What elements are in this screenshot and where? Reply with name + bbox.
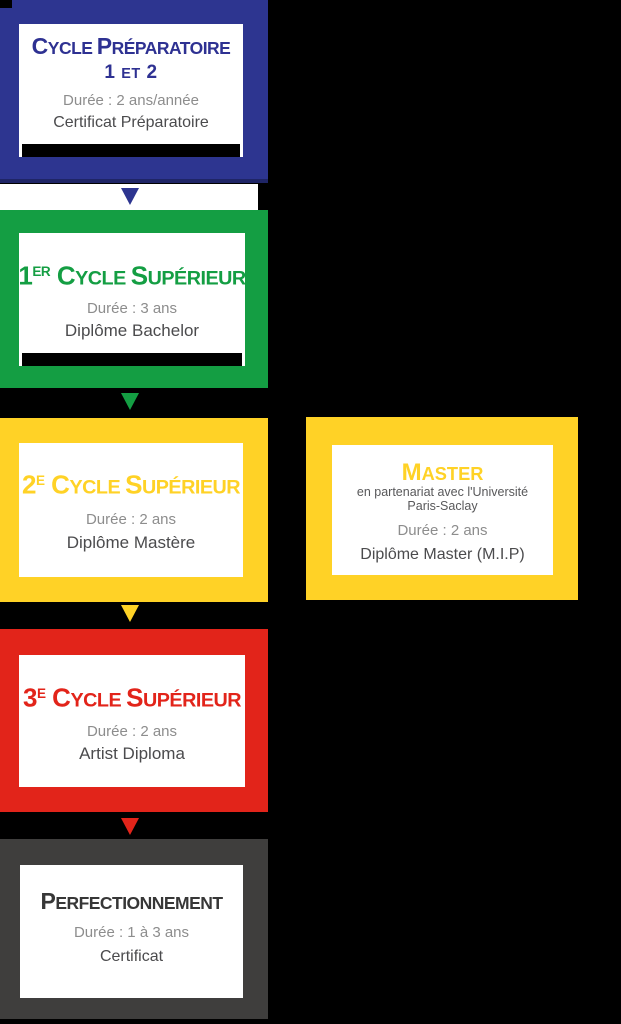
box-inner-panel: 1ER CYCLE SUPÉRIEUR Durée : 3 ans Diplôm… (18, 233, 246, 366)
duration-text: Durée : 1 à 3 ans (73, 924, 190, 941)
duration-text: Durée : 2 ans (397, 522, 488, 539)
box-title: PERFECTIONNEMENT (40, 888, 223, 914)
duration-text: Durée : 2 ans (86, 723, 178, 741)
diploma-text: Certificat Préparatoire (53, 114, 209, 131)
diploma-text: Diplôme Mastère (66, 533, 196, 553)
redacted-bar (22, 353, 242, 366)
duration-text: Durée : 2 ans (85, 511, 177, 529)
box-bottom-shade (0, 179, 268, 183)
down-arrow-icon (121, 188, 139, 205)
box-title: CYCLE PRÉPARATOIRE (31, 33, 231, 59)
redacted-bar (22, 144, 240, 157)
box-master: MASTER en partenariat avec l'Université … (306, 417, 578, 600)
diploma-text: Artist Diploma (79, 744, 185, 764)
box-title: 1ER CYCLE SUPÉRIEUR (18, 260, 246, 291)
box-cycle-superieur-1: 1ER CYCLE SUPÉRIEUR Durée : 3 ans Diplôm… (0, 210, 268, 388)
box-cycle-preparatoire: CYCLE PRÉPARATOIRE 1 ET 2 Durée : 2 ans/… (0, 0, 268, 183)
down-arrow-icon (121, 818, 139, 835)
box-cycle-superieur-2: 2E CYCLE SUPÉRIEUR Durée : 2 ans Diplôme… (0, 418, 268, 602)
box-inner-panel: 2E CYCLE SUPÉRIEUR Durée : 2 ans Diplôme… (19, 443, 243, 577)
partnership-note-line2: Paris-Saclay (407, 498, 478, 513)
box-inner-panel: PERFECTIONNEMENT Durée : 1 à 3 ans Certi… (20, 865, 243, 998)
box-title: 2E CYCLE SUPÉRIEUR (21, 469, 241, 500)
corner-notch (0, 0, 12, 8)
box-subtitle: 1 ET 2 (104, 62, 158, 83)
diploma-text: Certificat (99, 948, 164, 965)
diploma-text: Diplôme Master (M.I.P) (360, 546, 525, 563)
box-cycle-superieur-3: 3E CYCLE SUPÉRIEUR Durée : 2 ans Artist … (0, 629, 268, 812)
duration-text: Durée : 3 ans (86, 300, 178, 318)
partnership-note-line1: en partenariat avec l'Université (356, 485, 529, 499)
box-title: MASTER (401, 459, 484, 486)
down-arrow-icon (121, 393, 139, 410)
diploma-text: Diplôme Bachelor (64, 321, 200, 341)
box-inner-panel: 3E CYCLE SUPÉRIEUR Durée : 2 ans Artist … (19, 655, 245, 787)
box-perfectionnement: PERFECTIONNEMENT Durée : 1 à 3 ans Certi… (0, 839, 268, 1019)
box-inner-panel: MASTER en partenariat avec l'Université … (332, 445, 553, 575)
box-inner-panel: CYCLE PRÉPARATOIRE 1 ET 2 Durée : 2 ans/… (19, 24, 243, 157)
box-title: 3E CYCLE SUPÉRIEUR (22, 682, 242, 713)
down-arrow-icon (121, 605, 139, 622)
duration-text: Durée : 2 ans/année (63, 92, 199, 109)
